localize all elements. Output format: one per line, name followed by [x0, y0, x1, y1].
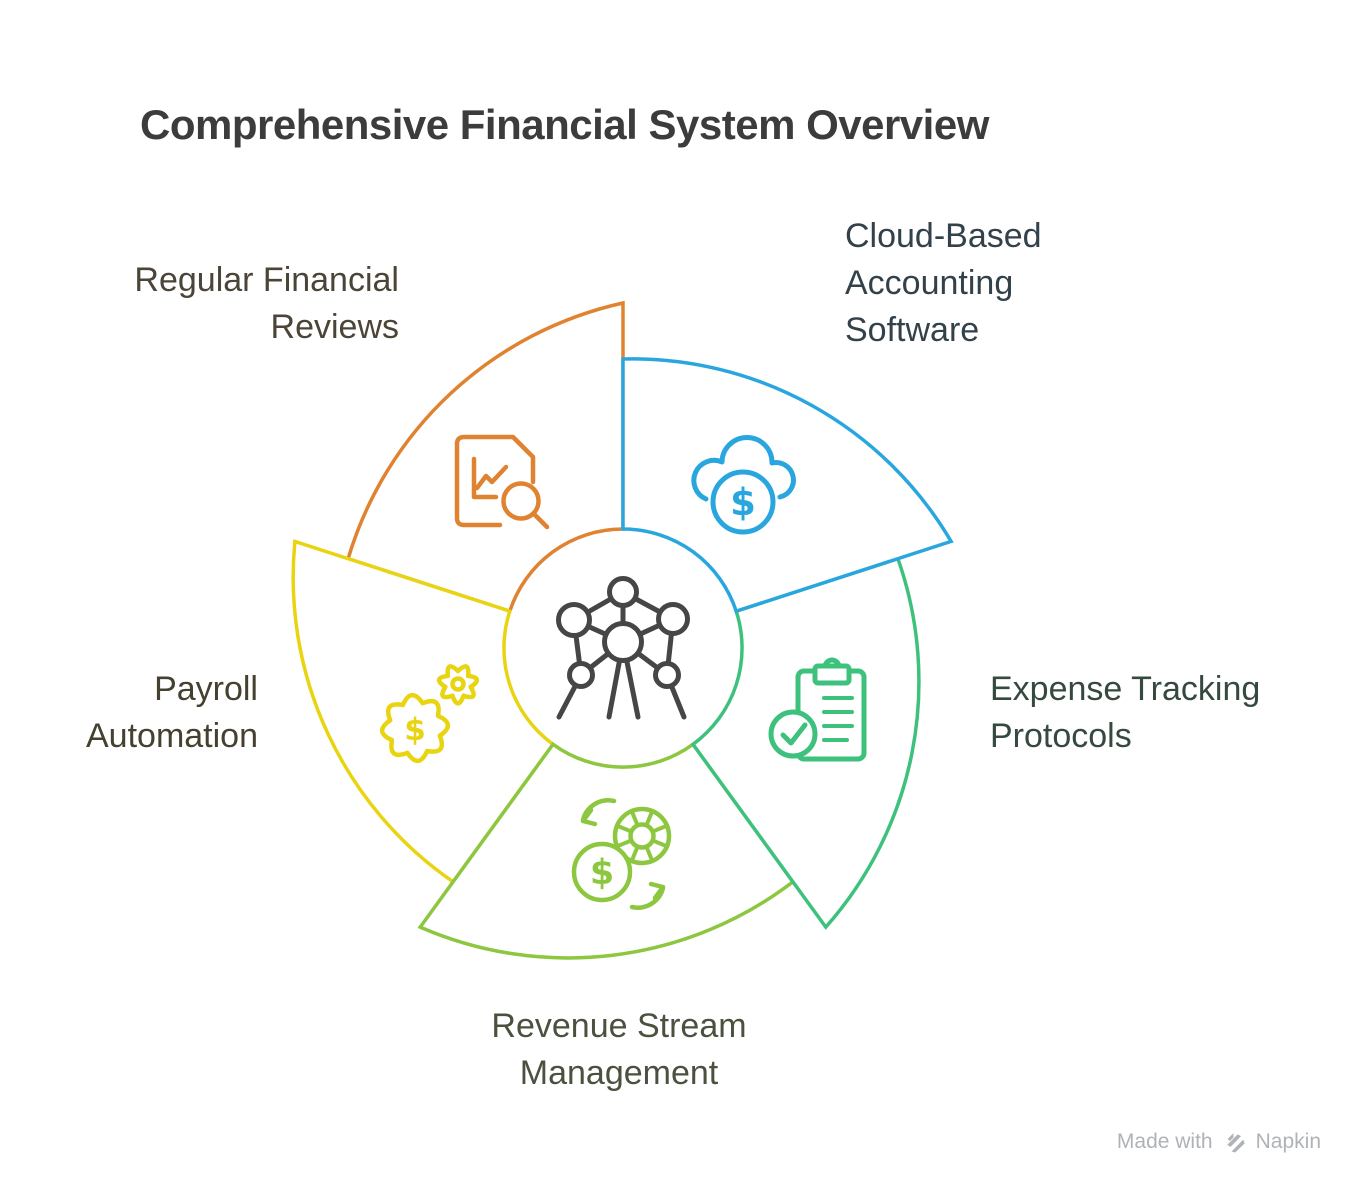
label-line: Software: [845, 311, 980, 349]
label-payroll-automation: Payroll Automation: [86, 666, 258, 760]
dollar-sign: $: [730, 481, 756, 524]
dollar-sign: $: [404, 712, 426, 748]
segment-payroll-automation-blade: [291, 539, 556, 885]
napkin-brand-text: Napkin: [1255, 1129, 1321, 1153]
label-revenue-stream-management: Revenue Stream Management: [344, 1003, 894, 1097]
label-line: Automation: [86, 717, 258, 755]
label-cloud-based-accounting-software: Cloud-Based Accounting Software: [845, 213, 1042, 354]
document-chart-magnifier-icon: [454, 434, 550, 530]
blade-shape: [345, 300, 625, 614]
label-line: Regular Financial: [134, 261, 399, 299]
label-line: Payroll: [154, 670, 258, 708]
label-line: Expense Tracking: [990, 670, 1261, 708]
page-title: Comprehensive Financial System Overview: [140, 101, 989, 148]
clipboard-check-icon: [768, 657, 867, 762]
label-regular-financial-reviews: Regular Financial Reviews: [134, 257, 399, 351]
label-line: Protocols: [990, 717, 1132, 755]
made-with-text: Made with: [1116, 1129, 1213, 1153]
network-nodes-icon: [556, 576, 690, 720]
segment-regular-financial-reviews-blade: [345, 300, 625, 614]
gears-dollar-icon: $: [379, 664, 480, 764]
blade-shape: [291, 539, 556, 885]
label-line: Management: [519, 1054, 719, 1092]
napkin-logo-icon: [1226, 1133, 1245, 1153]
label-line: Reviews: [270, 308, 399, 346]
cloud-dollar-icon: $: [691, 435, 796, 535]
segment-cloud-accounting-blade: [621, 357, 954, 614]
blade-shape: [621, 357, 954, 614]
dollar-sign: $: [590, 853, 614, 893]
label-line: Revenue Stream: [491, 1007, 747, 1045]
label-expense-tracking-protocols: Expense Tracking Protocols: [990, 666, 1260, 760]
label-line: Accounting: [845, 264, 1014, 302]
made-with-napkin-watermark: Made with Napkin: [1117, 1129, 1321, 1154]
label-line: Cloud-Based: [845, 217, 1042, 255]
coin-wheel-cycle-icon: $: [571, 798, 672, 910]
